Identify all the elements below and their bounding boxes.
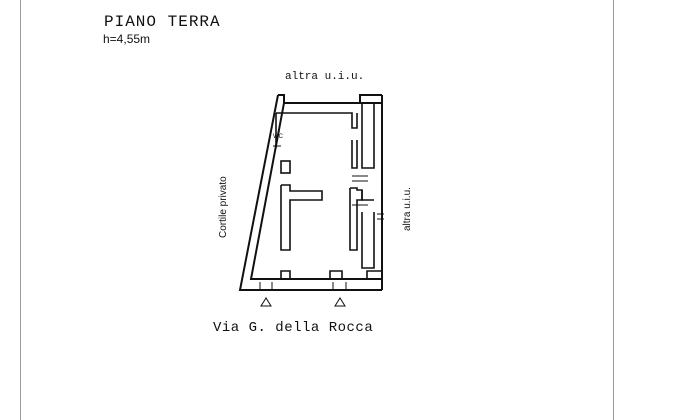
east-partition-mid [361, 190, 374, 201]
wc-label: WC [273, 134, 284, 140]
north-neighbor-label: altra u.i.u. [285, 71, 365, 83]
bottom-pier-right [366, 270, 382, 279]
floor-height-label: h=4,55m [103, 32, 151, 46]
street-label: Via G. della Rocca [213, 320, 374, 336]
east-partition-top [361, 103, 375, 169]
bottom-pier-left [280, 270, 291, 279]
outer-wall [238, 94, 382, 291]
east-partition-low [361, 212, 375, 269]
t-pier [280, 184, 323, 251]
left-room-wall [276, 112, 358, 129]
north-wall-outer [278, 94, 382, 104]
center-partition [351, 140, 358, 169]
center-wall [349, 187, 363, 251]
wc-block [280, 160, 291, 174]
entrance-triangle-icon [334, 297, 346, 307]
bottom-pier-mid [329, 270, 343, 279]
frame-right-line [613, 0, 614, 420]
inner-wall [249, 102, 382, 280]
plan-title: PIANO TERRA [104, 13, 221, 31]
frame-left-line [20, 0, 21, 420]
entrance-triangle-icon [260, 297, 272, 307]
